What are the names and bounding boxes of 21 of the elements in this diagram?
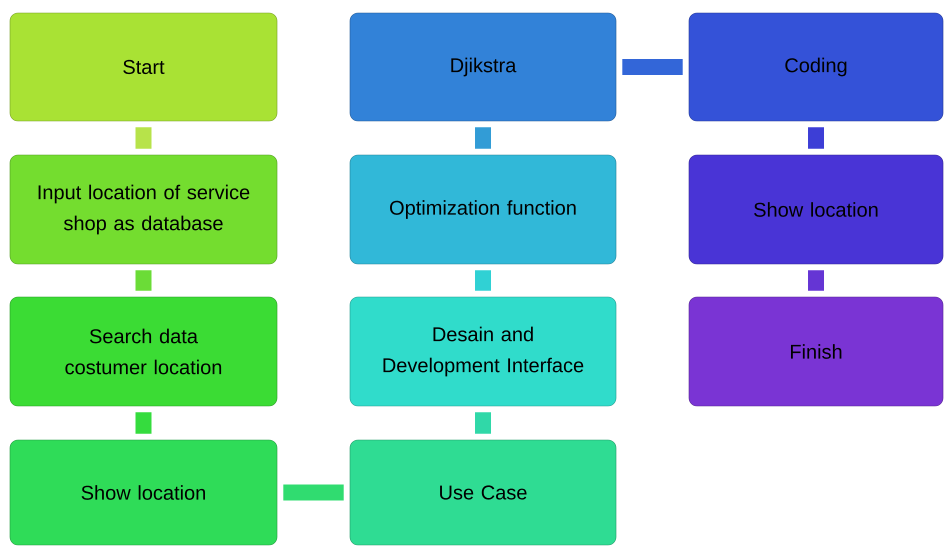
process-box: Start bbox=[10, 12, 278, 122]
connector-bar bbox=[808, 127, 824, 149]
connector-bar bbox=[136, 412, 152, 434]
process-box: Finish bbox=[688, 296, 944, 406]
process-box: Desain and Development Interface bbox=[350, 296, 616, 406]
connector-bar bbox=[475, 270, 491, 291]
connector-bar bbox=[475, 127, 491, 149]
process-box: Djikstra bbox=[350, 12, 616, 122]
connector-bar bbox=[475, 412, 491, 434]
connector-bar bbox=[283, 484, 344, 500]
process-box: Show location bbox=[688, 154, 944, 264]
process-box: Input location of service shop as database bbox=[10, 154, 278, 264]
process-box: Search data costumer location bbox=[10, 296, 278, 406]
connector-bar bbox=[136, 127, 152, 149]
process-box: Use Case bbox=[350, 440, 616, 546]
process-box: Show location bbox=[10, 440, 278, 546]
connector-bar bbox=[622, 59, 683, 75]
connector-bar bbox=[808, 270, 824, 291]
process-box: Optimization function bbox=[350, 154, 616, 264]
connector-bar bbox=[136, 270, 152, 291]
process-box: Coding bbox=[688, 12, 944, 122]
